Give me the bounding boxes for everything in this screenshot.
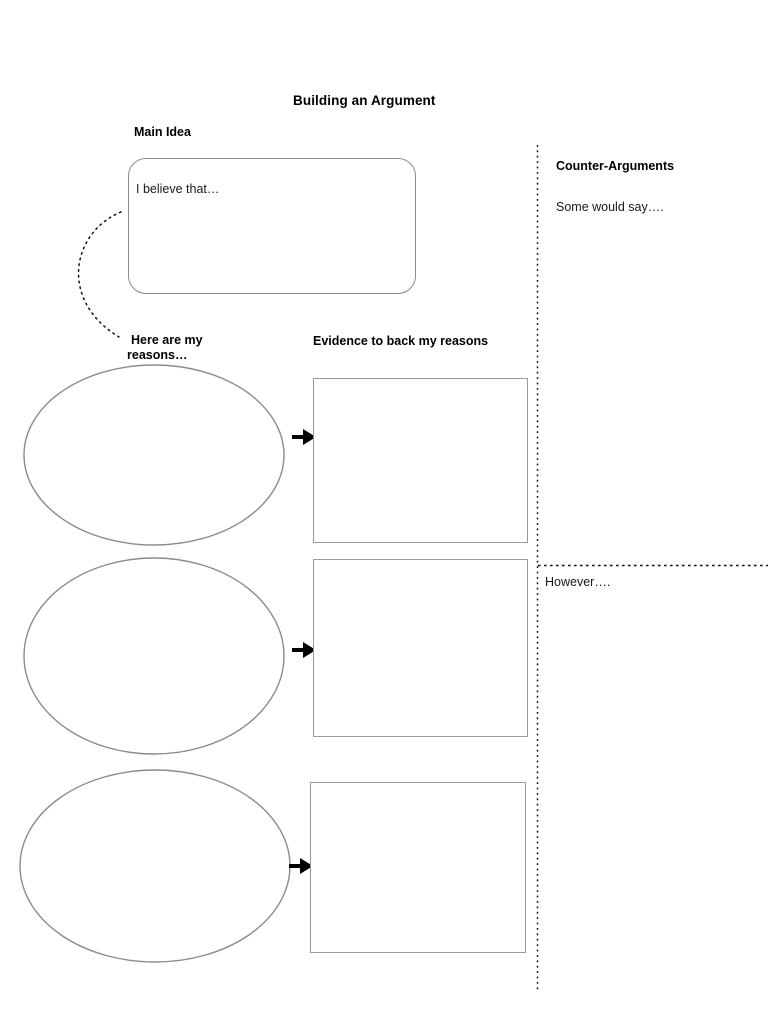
counter-arguments-heading: Counter-Arguments <box>556 159 675 173</box>
main-idea-label: Main Idea <box>134 125 191 139</box>
evidence-box-2[interactable] <box>313 559 528 737</box>
counter-arguments-prompt-2: However…. <box>545 575 611 589</box>
reason-ellipse-1[interactable] <box>23 364 285 546</box>
evidence-column-label: Evidence to back my reasons <box>313 334 489 348</box>
evidence-box-1[interactable] <box>313 378 528 543</box>
counter-arguments-prompt-1: Some would say…. <box>556 200 664 214</box>
reasons-column-label: Here are my reasons… <box>127 333 241 363</box>
main-idea-prompt: I believe that… <box>136 182 220 196</box>
reasons-label-line-1: Here are my <box>131 333 203 347</box>
reasons-label-line-2: reasons… <box>127 347 188 362</box>
reason-ellipse-2[interactable] <box>23 557 285 755</box>
evidence-box-3[interactable] <box>310 782 526 953</box>
reason-ellipse-3[interactable] <box>19 769 291 963</box>
main-idea-box[interactable] <box>128 158 416 294</box>
page-title: Building an Argument <box>293 93 436 108</box>
curved-dotted-arrow-icon <box>77 211 122 338</box>
